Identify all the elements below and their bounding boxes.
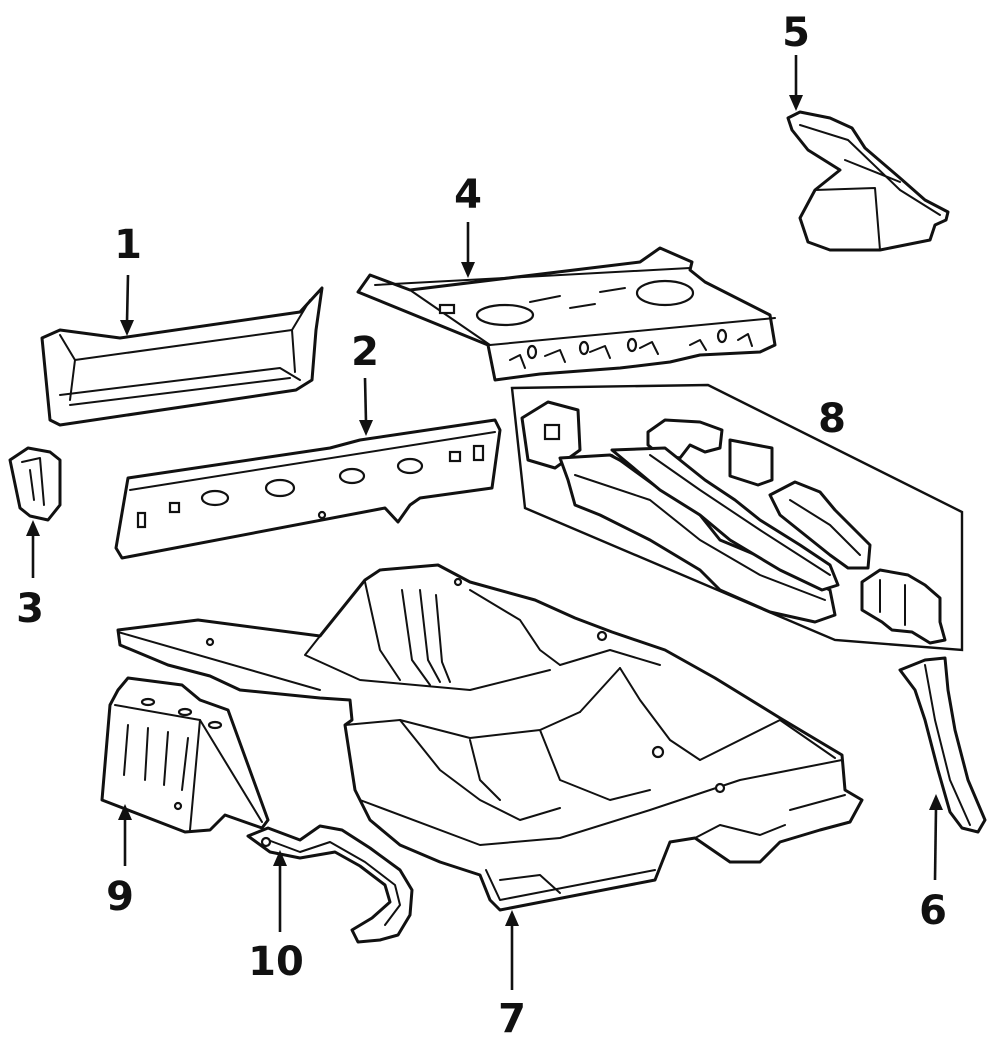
part-5-wheelhouse [786, 110, 950, 252]
part-10-curved-bracket [246, 824, 414, 944]
callout-3: 3 [16, 586, 44, 632]
part-6-extension [898, 656, 987, 834]
part-4-package-tray [356, 246, 777, 382]
callout-4: 4 [454, 172, 482, 218]
leader-10 [273, 850, 287, 932]
leader-4 [461, 222, 475, 278]
leader-9 [118, 804, 132, 866]
callout-6: 6 [919, 888, 947, 934]
part-2-crossmember [114, 418, 502, 560]
leader-3 [26, 520, 40, 578]
part-8-group-box [510, 383, 964, 652]
callout-1: 1 [114, 222, 142, 268]
callout-2: 2 [351, 329, 379, 375]
leader-7 [505, 910, 519, 990]
callout-7: 7 [498, 996, 526, 1042]
part-7-floor-pan [116, 563, 864, 912]
callout-9: 9 [106, 874, 134, 920]
leader-5 [789, 55, 803, 111]
part-1-seat-back-panel [40, 286, 324, 427]
leader-1 [120, 274, 134, 336]
callout-8: 8 [818, 396, 846, 442]
leader-6 [929, 794, 943, 881]
callout-10: 10 [248, 939, 304, 985]
part-9-reinforcement [100, 676, 270, 834]
callout-5: 5 [782, 10, 810, 56]
part-8-rails [520, 400, 947, 645]
leader-2 [359, 377, 373, 436]
part-3-bracket [8, 446, 62, 522]
